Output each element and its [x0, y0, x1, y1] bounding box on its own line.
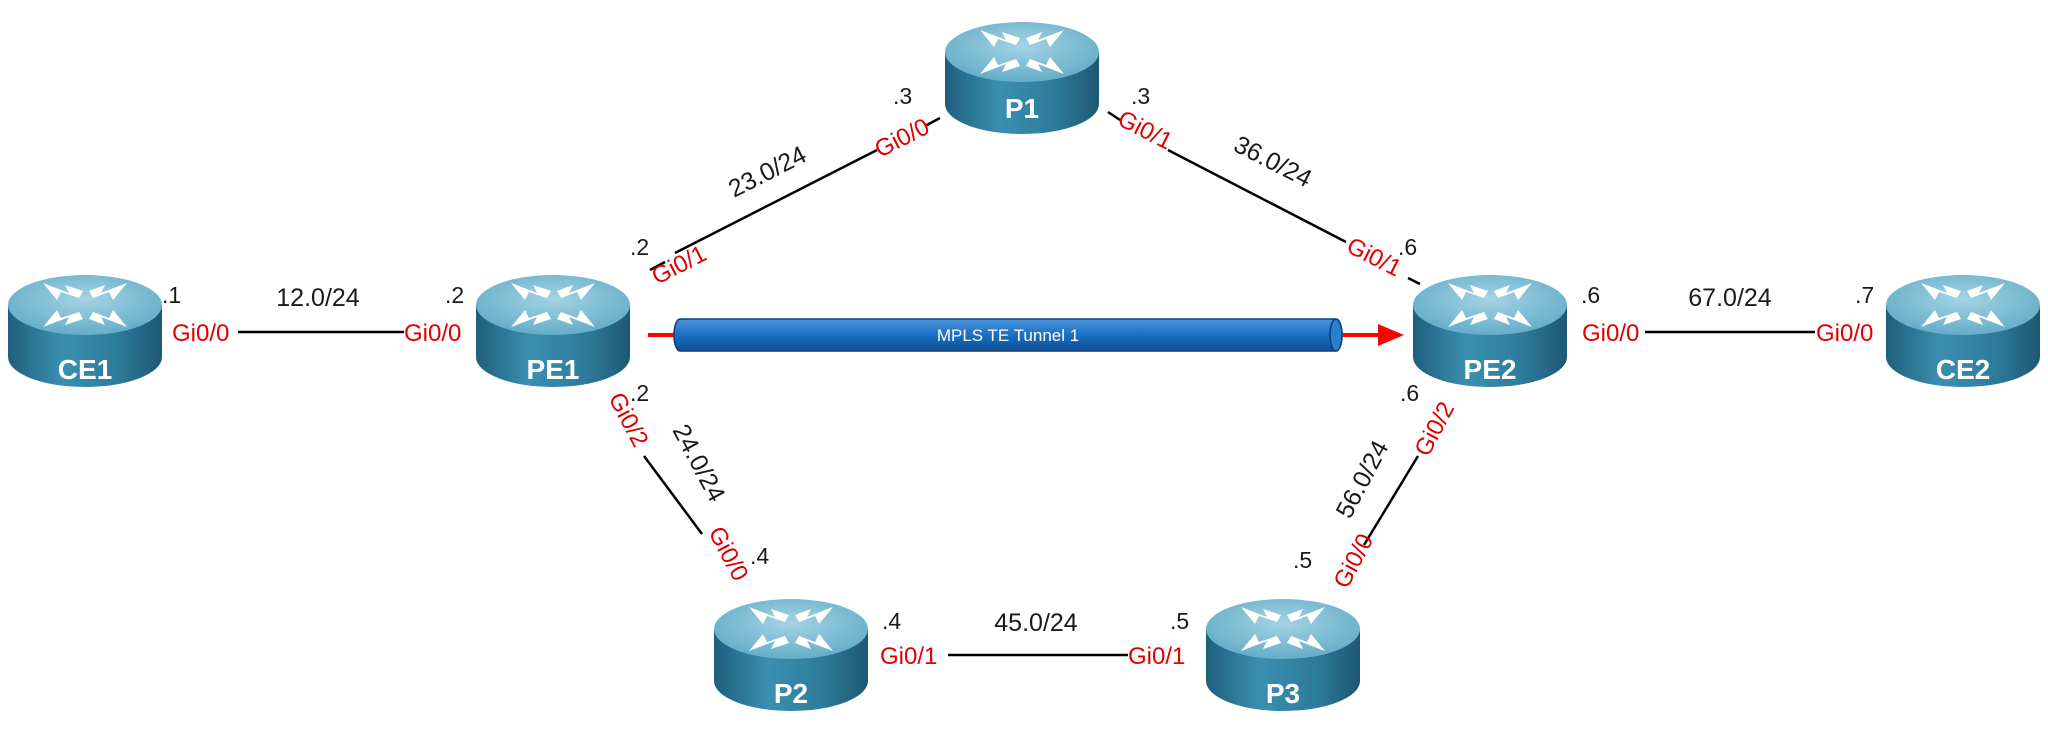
subnet-p2-p3: 45.0/24	[994, 609, 1078, 637]
host-p2-p3-a: .4	[882, 608, 901, 634]
host-p3-pe2-b: .6	[1400, 380, 1419, 406]
link-pe1-p1	[674, 148, 878, 255]
router-ce2[interactable]: CE2	[1886, 275, 2040, 387]
link-p3-pe2	[1362, 455, 1420, 546]
tunnel-arrow-head	[1378, 324, 1404, 346]
link-pe1-p2	[642, 455, 704, 535]
iface-pe2-gi0-1: Gi0/1	[1342, 232, 1405, 282]
router-pe2[interactable]: PE2	[1413, 275, 1567, 387]
tunnel-label: MPLS TE Tunnel 1	[937, 326, 1079, 345]
host-ce1-pe1-a: .1	[162, 282, 181, 308]
router-ce1[interactable]: CE1	[8, 275, 162, 387]
subnet-pe2-ce2: 67.0/24	[1688, 284, 1772, 312]
router-label-p3: P3	[1266, 678, 1300, 709]
iface-p1-gi0-0: Gi0/0	[870, 113, 933, 163]
iface-p1-gi0-1: Gi0/1	[1113, 105, 1176, 155]
iface-pe1-gi0-0: Gi0/0	[404, 320, 461, 347]
subnet-pe1-p1: 23.0/24	[724, 140, 811, 203]
subnet-ce1-pe1: 12.0/24	[276, 284, 360, 312]
link-p1-pe2	[1167, 148, 1347, 244]
host-p3-pe2-a: .5	[1293, 547, 1312, 573]
host-pe1-p2-a: .2	[630, 380, 649, 406]
mpls-te-tunnel: MPLS TE Tunnel 1	[648, 318, 1404, 352]
host-pe1-p2-b: .4	[750, 543, 769, 569]
router-p1[interactable]: P1	[945, 22, 1099, 134]
iface-p2-gi0-1: Gi0/1	[880, 643, 937, 670]
host-pe2-ce2-b: .7	[1855, 282, 1874, 308]
iface-pe2-gi0-0: Gi0/0	[1582, 320, 1639, 347]
host-ce1-pe1-b: .2	[445, 282, 464, 308]
host-pe2-ce2-a: .6	[1581, 282, 1600, 308]
host-pe1-p1-b: .3	[893, 83, 912, 109]
iface-p3-gi0-0: Gi0/0	[1328, 529, 1379, 592]
router-label-p2: P2	[774, 678, 808, 709]
router-p3[interactable]: P3	[1206, 599, 1360, 711]
host-pe1-p1-a: .2	[630, 234, 649, 260]
subnet-pe1-p2: 24.0/24	[667, 420, 731, 507]
router-pe1[interactable]: PE1	[476, 275, 630, 387]
iface-pe2-gi0-2: Gi0/2	[1409, 397, 1460, 460]
router-label-pe1: PE1	[527, 354, 580, 385]
router-label-ce1: CE1	[58, 354, 112, 385]
host-p2-p3-b: .5	[1170, 608, 1189, 634]
router-label-p1: P1	[1005, 93, 1039, 124]
iface-ce1-gi0-0: Gi0/0	[172, 320, 229, 347]
iface-ce2-gi0-0: Gi0/0	[1816, 320, 1873, 347]
router-label-ce2: CE2	[1936, 354, 1990, 385]
links	[238, 110, 1815, 657]
host-p1-pe2-a: .3	[1131, 83, 1150, 109]
router-p2[interactable]: P2	[714, 599, 868, 711]
host-p1-pe2-b: .6	[1398, 234, 1417, 260]
subnet-p1-pe2: 36.0/24	[1229, 130, 1316, 193]
router-label-pe2: PE2	[1464, 354, 1517, 385]
iface-p3-gi0-1: Gi0/1	[1128, 643, 1185, 670]
iface-pe1-gi0-1: Gi0/1	[647, 240, 710, 290]
iface-p2-gi0-0: Gi0/0	[703, 522, 754, 585]
